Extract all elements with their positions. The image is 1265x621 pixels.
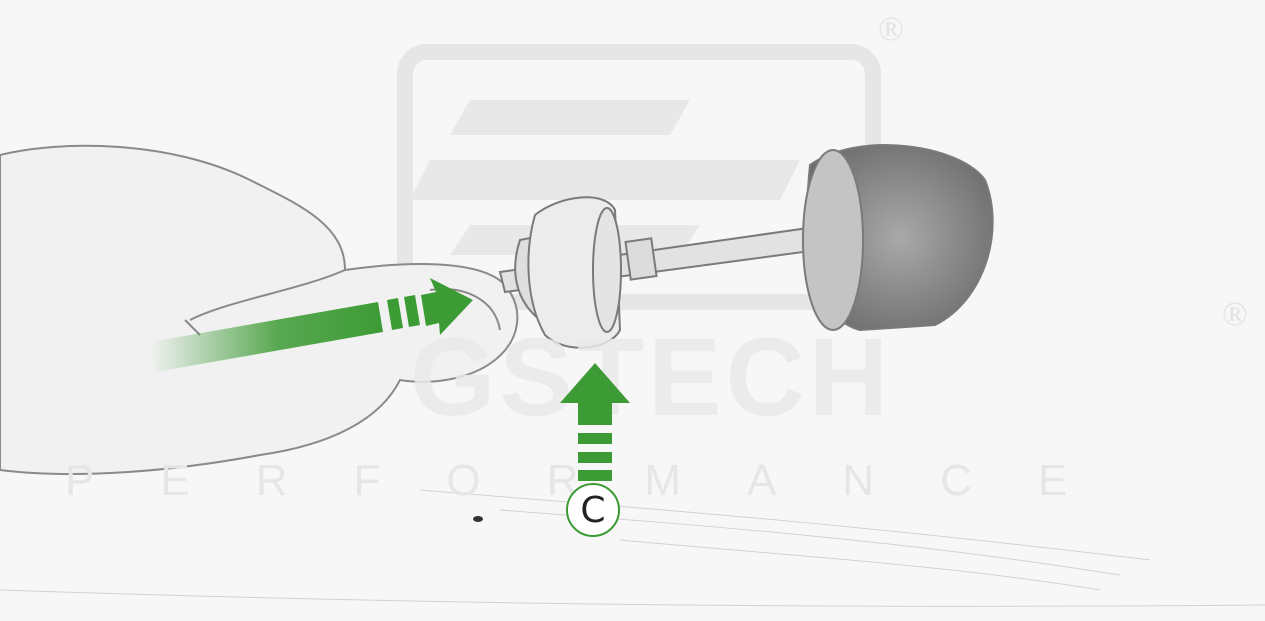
surface-texture [0, 490, 1265, 606]
watermark-brand-text: GSTECH [410, 316, 892, 439]
speck [473, 516, 483, 522]
callout-letter: C [580, 490, 605, 531]
registered-mark-right: ® [1222, 296, 1248, 333]
registered-mark-top: ® [878, 11, 904, 48]
callout-label-c: C [566, 483, 620, 537]
